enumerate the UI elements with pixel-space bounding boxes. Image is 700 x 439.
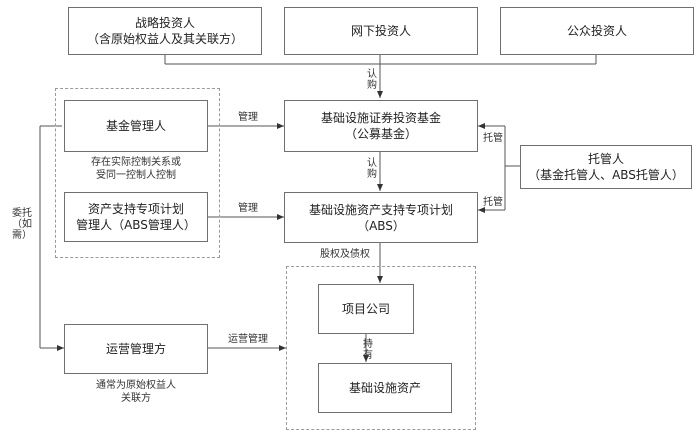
- public-investor-label: 公众投资人: [566, 24, 627, 38]
- operator-note-line1: 通常为原始权益人: [96, 380, 176, 391]
- strategic-investor-title: 战略投资人: [134, 16, 195, 30]
- control-relation-line2: 受同一控制人控制: [96, 170, 176, 181]
- entrust-label: 委托（如需）: [12, 208, 32, 241]
- operation-manage-label: 运营管理: [228, 334, 268, 345]
- equity-debt-label: 股权及债权: [320, 249, 370, 260]
- operator-label: 运营管理方: [105, 342, 166, 356]
- project-company-label: 项目公司: [341, 302, 390, 316]
- custody-label-2: 托管: [483, 197, 503, 208]
- custodian-subtitle: （基金托管人、ABS托管人）: [528, 168, 684, 182]
- abs-plan-title: 基础设施资产支持专项计划: [308, 202, 453, 217]
- manager-group-frame: [55, 88, 220, 258]
- operator-note-line2: 关联方: [121, 393, 151, 404]
- fund-manager-label: 基金管理人: [105, 119, 166, 133]
- infra-asset-label: 基础设施资产: [348, 381, 421, 395]
- abs-manager-subtitle: 管理人（ABS管理人）: [76, 218, 196, 232]
- infra-fund-subtitle: （公募基金）: [344, 127, 417, 141]
- manage-label-1: 管理: [238, 112, 258, 123]
- public-investor-box: 公众投资人: [500, 7, 694, 55]
- control-relation-note: 存在实际控制关系或 受同一控制人控制: [64, 156, 208, 182]
- strategic-investor-box: 战略投资人 （含原始权益人及其关联方）: [68, 7, 262, 55]
- offline-investor-label: 网下投资人: [350, 24, 411, 38]
- strategic-investor-subtitle: （含原始权益人及其关联方）: [86, 32, 243, 46]
- control-relation-line1: 存在实际控制关系或: [91, 157, 181, 168]
- custodian-box: 托管人 （基金托管人、ABS托管人）: [520, 145, 692, 189]
- abs-plan-subtitle: （ABS）: [357, 218, 405, 233]
- hold-label: 持有: [363, 339, 373, 361]
- fund-manager-box: 基金管理人: [64, 100, 208, 152]
- infra-asset-box: 基础设施资产: [318, 363, 452, 413]
- subscribe-label-1: 认购: [367, 69, 377, 91]
- subscribe-label-2: 认购: [367, 158, 377, 180]
- manage-label-2: 管理: [238, 203, 258, 214]
- project-company-box: 项目公司: [318, 284, 414, 334]
- offline-investor-box: 网下投资人: [284, 7, 478, 55]
- abs-manager-box: 资产支持专项计划 管理人（ABS管理人）: [64, 192, 208, 242]
- asset-group-frame: [286, 266, 476, 430]
- abs-manager-title: 资产支持专项计划: [87, 202, 184, 216]
- infra-fund-title: 基础设施证券投资基金: [320, 111, 441, 125]
- operator-note: 通常为原始权益人 关联方: [64, 379, 208, 405]
- abs-plan-box: 基础设施资产支持专项计划 （ABS）: [284, 192, 478, 243]
- operator-box: 运营管理方: [64, 324, 208, 374]
- custody-label-1: 托管: [483, 133, 503, 144]
- custodian-title: 托管人: [587, 152, 624, 166]
- infra-fund-box: 基础设施证券投资基金 （公募基金）: [284, 100, 478, 152]
